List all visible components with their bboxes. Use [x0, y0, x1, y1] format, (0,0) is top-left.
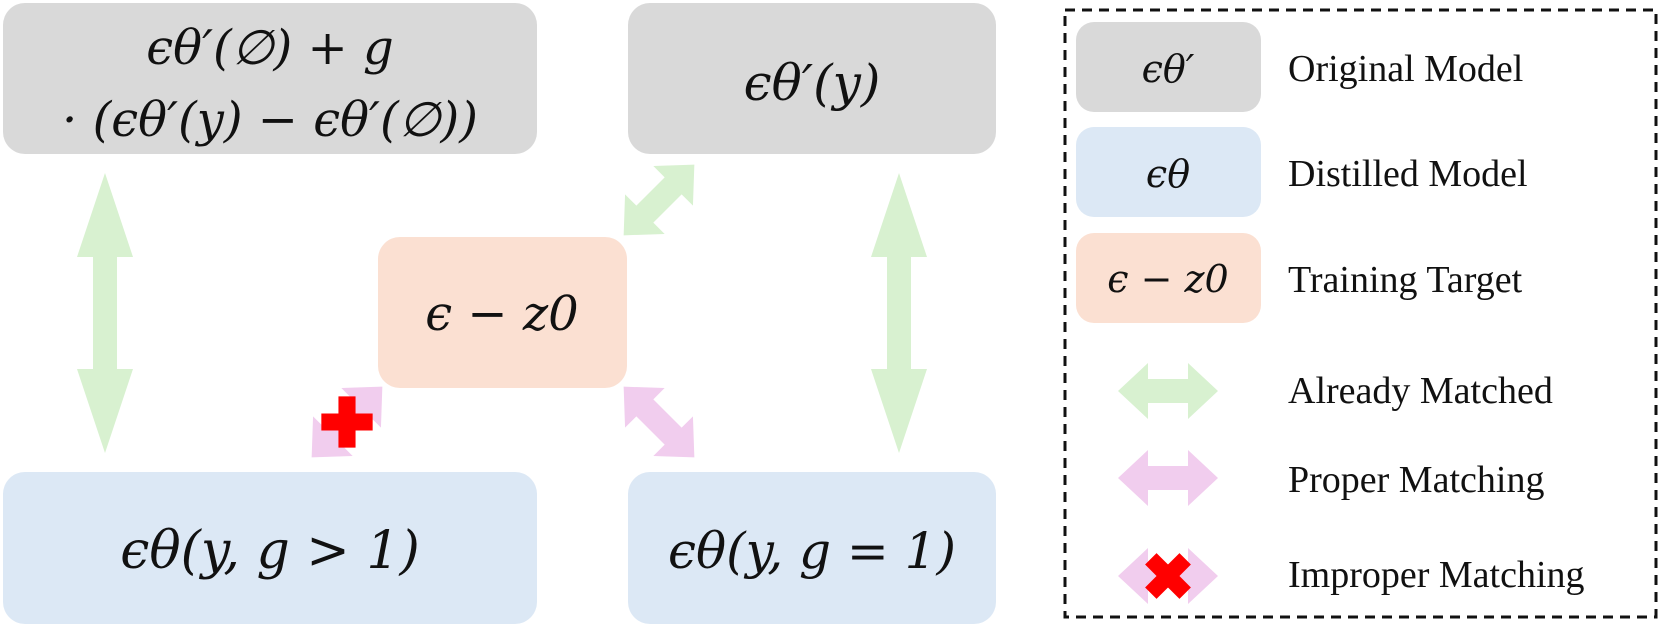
training-target-formula: ϵ − z0 — [425, 286, 578, 342]
distilled-g-gt1-formula: ϵθ(y, g > 1) — [120, 521, 420, 581]
distilled-g-gt1-box: ϵθ(y, g > 1) — [3, 472, 537, 624]
cfg-formula-line2: · (ϵθ′(y) − ϵθ′(∅)) — [62, 92, 478, 148]
legend-label-distilled: Distilled Model — [1288, 153, 1528, 195]
distilled-g-eq1-formula: ϵθ(y, g = 1) — [668, 522, 956, 580]
pink-double-arrow-icon — [1118, 450, 1218, 506]
proper-matching-arrow-diagonal — [603, 366, 715, 478]
legend-label-already-matched: Already Matched — [1288, 370, 1553, 412]
legend-border — [1063, 8, 1658, 619]
legend-item-distilled: ϵθ Distilled Model — [1076, 127, 1528, 217]
legend-item-already-matched: Already Matched — [1118, 363, 1553, 419]
legend-swatch-target-text: ϵ − z0 — [1107, 257, 1228, 301]
already-matched-arrow-right — [871, 173, 927, 453]
legend-swatch-original-text: ϵθ′ — [1142, 47, 1195, 91]
cfg-formula-line1: ϵθ′(∅) + g — [146, 20, 393, 76]
legend-swatch-target — [1076, 233, 1261, 323]
legend-label-improper-matching: Improper Matching — [1288, 554, 1585, 596]
legend-item-target: ϵ − z0 Training Target — [1076, 233, 1523, 323]
original-conditional-box: ϵθ′(y) — [628, 3, 996, 154]
legend-label-proper-matching: Proper Matching — [1288, 459, 1544, 501]
improper-matching-arrow — [291, 366, 403, 478]
distilled-g-eq1-box: ϵθ(y, g = 1) — [628, 472, 996, 624]
original-conditional-formula: ϵθ′(y) — [744, 54, 881, 112]
training-target-box: ϵ − z0 — [378, 237, 627, 388]
legend-swatch-distilled-text: ϵθ — [1146, 152, 1190, 196]
green-double-arrow-icon — [1118, 363, 1218, 419]
already-matched-arrow-left — [77, 173, 133, 453]
already-matched-arrow-diagonal — [603, 144, 715, 256]
legend-swatch-original — [1076, 22, 1261, 112]
legend: ϵθ′ Original Model ϵθ Distilled Model ϵ … — [1063, 8, 1658, 619]
cfg-original-box: ϵθ′(∅) + g · (ϵθ′(y) − ϵθ′(∅)) — [3, 3, 537, 154]
legend-item-improper-matching: Improper Matching — [1118, 541, 1585, 611]
legend-item-original: ϵθ′ Original Model — [1076, 22, 1523, 112]
legend-item-proper-matching: Proper Matching — [1118, 450, 1544, 506]
legend-swatch-distilled — [1076, 127, 1261, 217]
legend-label-original: Original Model — [1288, 48, 1523, 90]
legend-label-target: Training Target — [1288, 259, 1523, 301]
